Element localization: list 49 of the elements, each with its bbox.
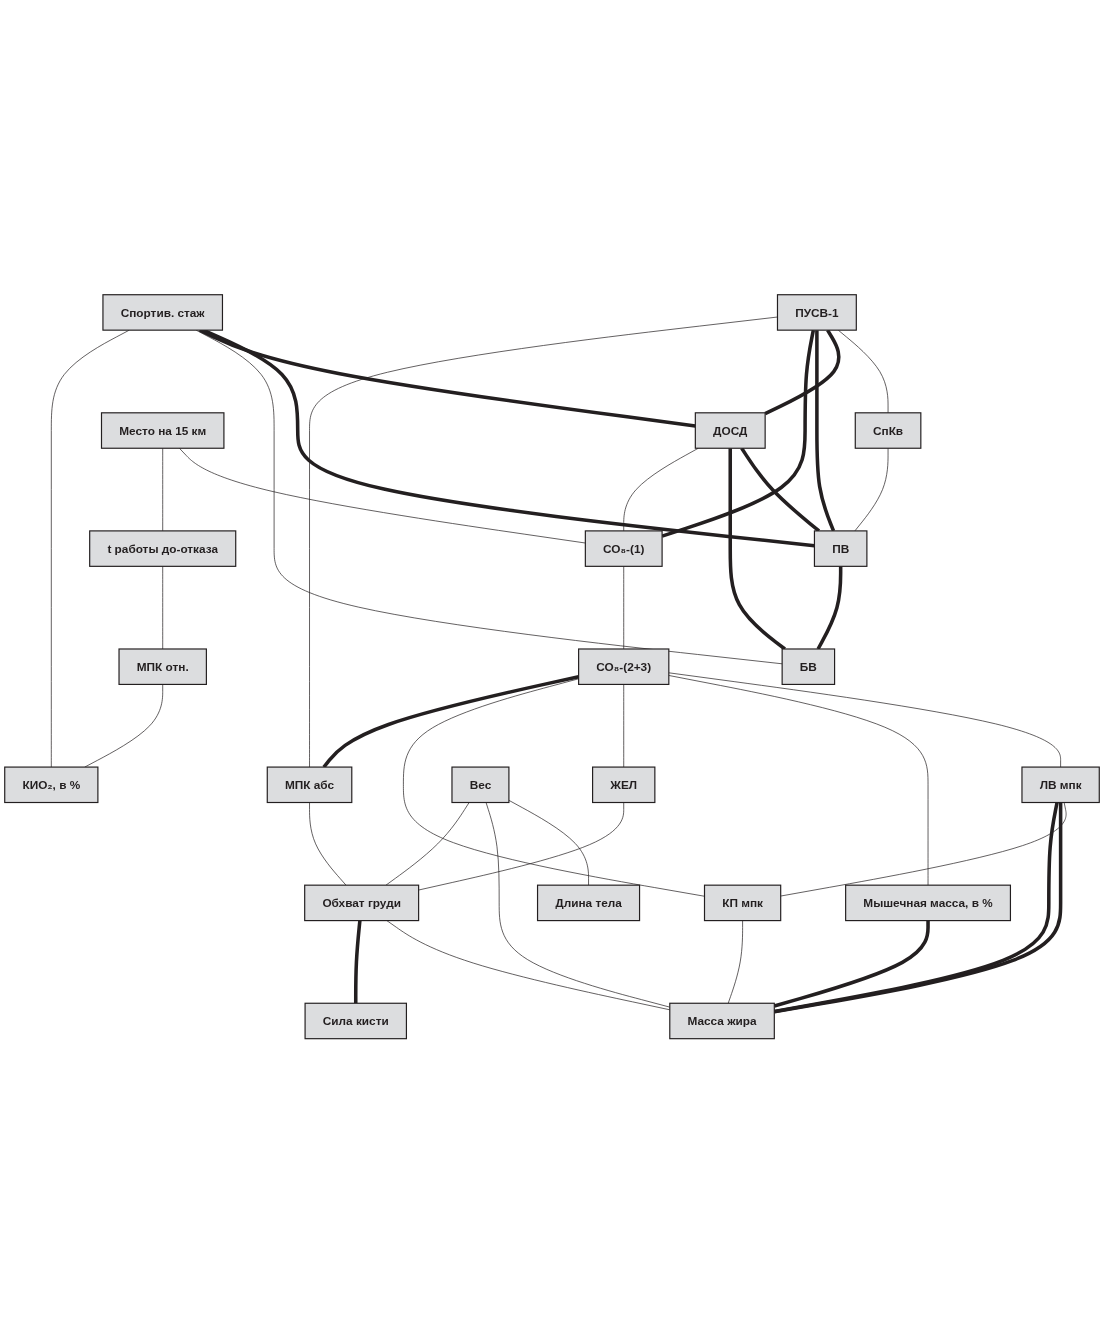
node-box: ЖЕЛ (592, 766, 656, 803)
connector (837, 329, 889, 413)
node-box: КИО₂, в % (4, 766, 99, 803)
connector (816, 566, 843, 650)
connector (854, 447, 889, 532)
connector (728, 448, 786, 651)
connector (354, 920, 362, 1004)
connector (764, 329, 841, 416)
connector (623, 565, 625, 650)
node-box: ПУСВ-1 (776, 293, 857, 331)
node-box: БВ (781, 648, 836, 685)
connector (309, 801, 347, 886)
connector (198, 328, 696, 428)
connector (623, 683, 625, 768)
connector (623, 447, 699, 532)
connector (727, 920, 743, 1004)
connector (418, 801, 625, 891)
connector (668, 672, 1061, 768)
connector (668, 674, 929, 886)
node-box: МПК отн. (118, 648, 207, 685)
node-box: КП мпк (703, 884, 782, 921)
connector (385, 801, 470, 886)
connector (322, 674, 579, 768)
connector (162, 447, 164, 532)
node-box: СО₈-(1) (584, 530, 663, 567)
connector (50, 329, 130, 768)
connector (162, 565, 164, 650)
node-box: СпКв (854, 412, 922, 449)
node-box: Мышечная масса, в % (845, 884, 1011, 921)
connector (309, 316, 778, 768)
connector (179, 447, 586, 544)
node-box: ЛВ мпк (1021, 766, 1100, 803)
connector (508, 799, 589, 886)
node-box: Обхват груди (304, 884, 420, 921)
connector (403, 678, 705, 897)
connector (780, 801, 1067, 897)
node-box: СО₈-(2+3) (578, 648, 670, 685)
node-box: Вес (451, 766, 510, 803)
node-box: Длина тела (536, 884, 641, 921)
node-box: МПК абс (266, 766, 353, 803)
node-box: Сила кисти (304, 1002, 407, 1040)
node-box: Масса жира (669, 1002, 775, 1040)
node-box: t работы до-отказа (89, 530, 237, 567)
node-box: ПВ (813, 530, 868, 567)
connector (195, 329, 783, 664)
connector (815, 329, 836, 532)
node-box: ДОСД (694, 412, 766, 449)
node-box: Место на 15 км (100, 412, 225, 449)
node-box: Спортив. стаж (102, 293, 224, 331)
